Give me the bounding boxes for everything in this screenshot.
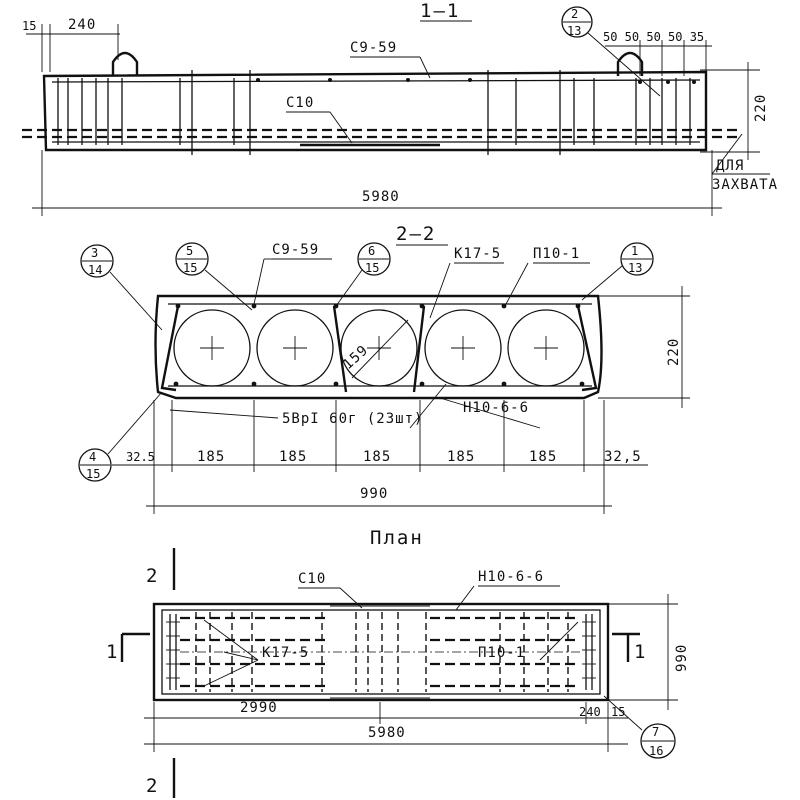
plan-dim-240: 240 [579, 705, 601, 719]
callout-4-15-sheet: 15 [86, 467, 100, 481]
plan-label-k17-5: К17-5 [262, 645, 309, 661]
callout-2-13-sheet: 13 [567, 24, 581, 38]
callout-6-15-sheet: 15 [365, 261, 379, 275]
plan-marker-2-top: 2 [146, 565, 159, 587]
plan-dim-2990: 2990 [240, 700, 278, 716]
section-2-2-label-k17-5: К17-5 [454, 246, 501, 262]
plan-dim-990: 990 [674, 644, 690, 672]
callout-7-16-sheet: 16 [649, 744, 663, 758]
plan-dim-5980: 5980 [368, 725, 406, 741]
callout-5-15-sheet: 15 [183, 261, 197, 275]
callout-2-13-num: 2 [571, 7, 578, 21]
callout-5-15-num: 5 [186, 244, 193, 258]
section-1-1: 1—1 15 240 [22, 0, 778, 216]
section-1-1-dim-5980: 5980 [362, 189, 400, 205]
plan-label-n10: Н10-6-6 [478, 569, 544, 585]
callout-1-13-sheet: 13 [628, 261, 642, 275]
plan-marker-1-left: 1 [106, 641, 119, 663]
stirrups-left [57, 70, 251, 155]
section-1-1-dim-220: 220 [753, 94, 769, 122]
dim-185-2: 185 [279, 449, 307, 465]
dim-32-5-right: 32,5 [604, 449, 642, 465]
dim-185-4: 185 [447, 449, 475, 465]
callout-7-16-num: 7 [652, 725, 659, 739]
section-1-1-title: 1—1 [420, 0, 460, 22]
dim-15-label: 15 [22, 19, 36, 33]
section-2-2-dim-220: 220 [666, 338, 682, 366]
stirrups-right [487, 70, 691, 155]
section-2-2-label-rebar: 5ВрI 60г (23шт) [282, 411, 423, 427]
section-1-1-label-c9-59: С9-59 [350, 40, 397, 56]
section-1-1-label-c10: С10 [286, 95, 314, 111]
callout-6-15-num: 6 [368, 244, 375, 258]
dim-185-5: 185 [529, 449, 557, 465]
plan-label-p10-1: П10-1 [478, 645, 525, 661]
callout-1-13-num: 1 [631, 244, 638, 258]
plan-view: План 2 2 1 1 [106, 527, 690, 798]
dim-185-3: 185 [363, 449, 391, 465]
dim-185-1: 185 [197, 449, 225, 465]
plan-label-c10: С10 [298, 571, 326, 587]
void-diameter-label: 159 [340, 342, 372, 373]
dim-32-5-left: 32.5 [126, 450, 155, 464]
callout-4-15-num: 4 [89, 450, 96, 464]
plan-marker-2-bottom: 2 [146, 775, 159, 797]
plan-marker-1-right: 1 [634, 641, 647, 663]
section-2-2-label-c9-59: С9-59 [272, 242, 319, 258]
plan-dim-15: 15 [611, 705, 625, 719]
plan-title: План [370, 527, 424, 549]
plan-outline [152, 602, 610, 702]
callout-3-14-num: 3 [91, 246, 98, 260]
section-2-2-dim-990: 990 [360, 486, 388, 502]
dims-right-50s: 50 50 50 50 35 [603, 30, 704, 44]
dim-240-label: 240 [68, 17, 96, 33]
section-2-2-label-p10-1: П10-1 [533, 246, 580, 262]
capture-label-line2: ЗАХВАТА [712, 177, 778, 193]
section-2-2: 2—2 [78, 223, 690, 514]
section-2-2-label-n10: Н10-6-6 [463, 400, 529, 416]
callout-3-14-sheet: 14 [88, 263, 102, 277]
cross-section-outline [154, 294, 603, 400]
capture-label-line1: ДЛЯ [716, 158, 744, 174]
cross-section-voids [173, 309, 585, 387]
section-2-2-title: 2—2 [396, 223, 436, 245]
